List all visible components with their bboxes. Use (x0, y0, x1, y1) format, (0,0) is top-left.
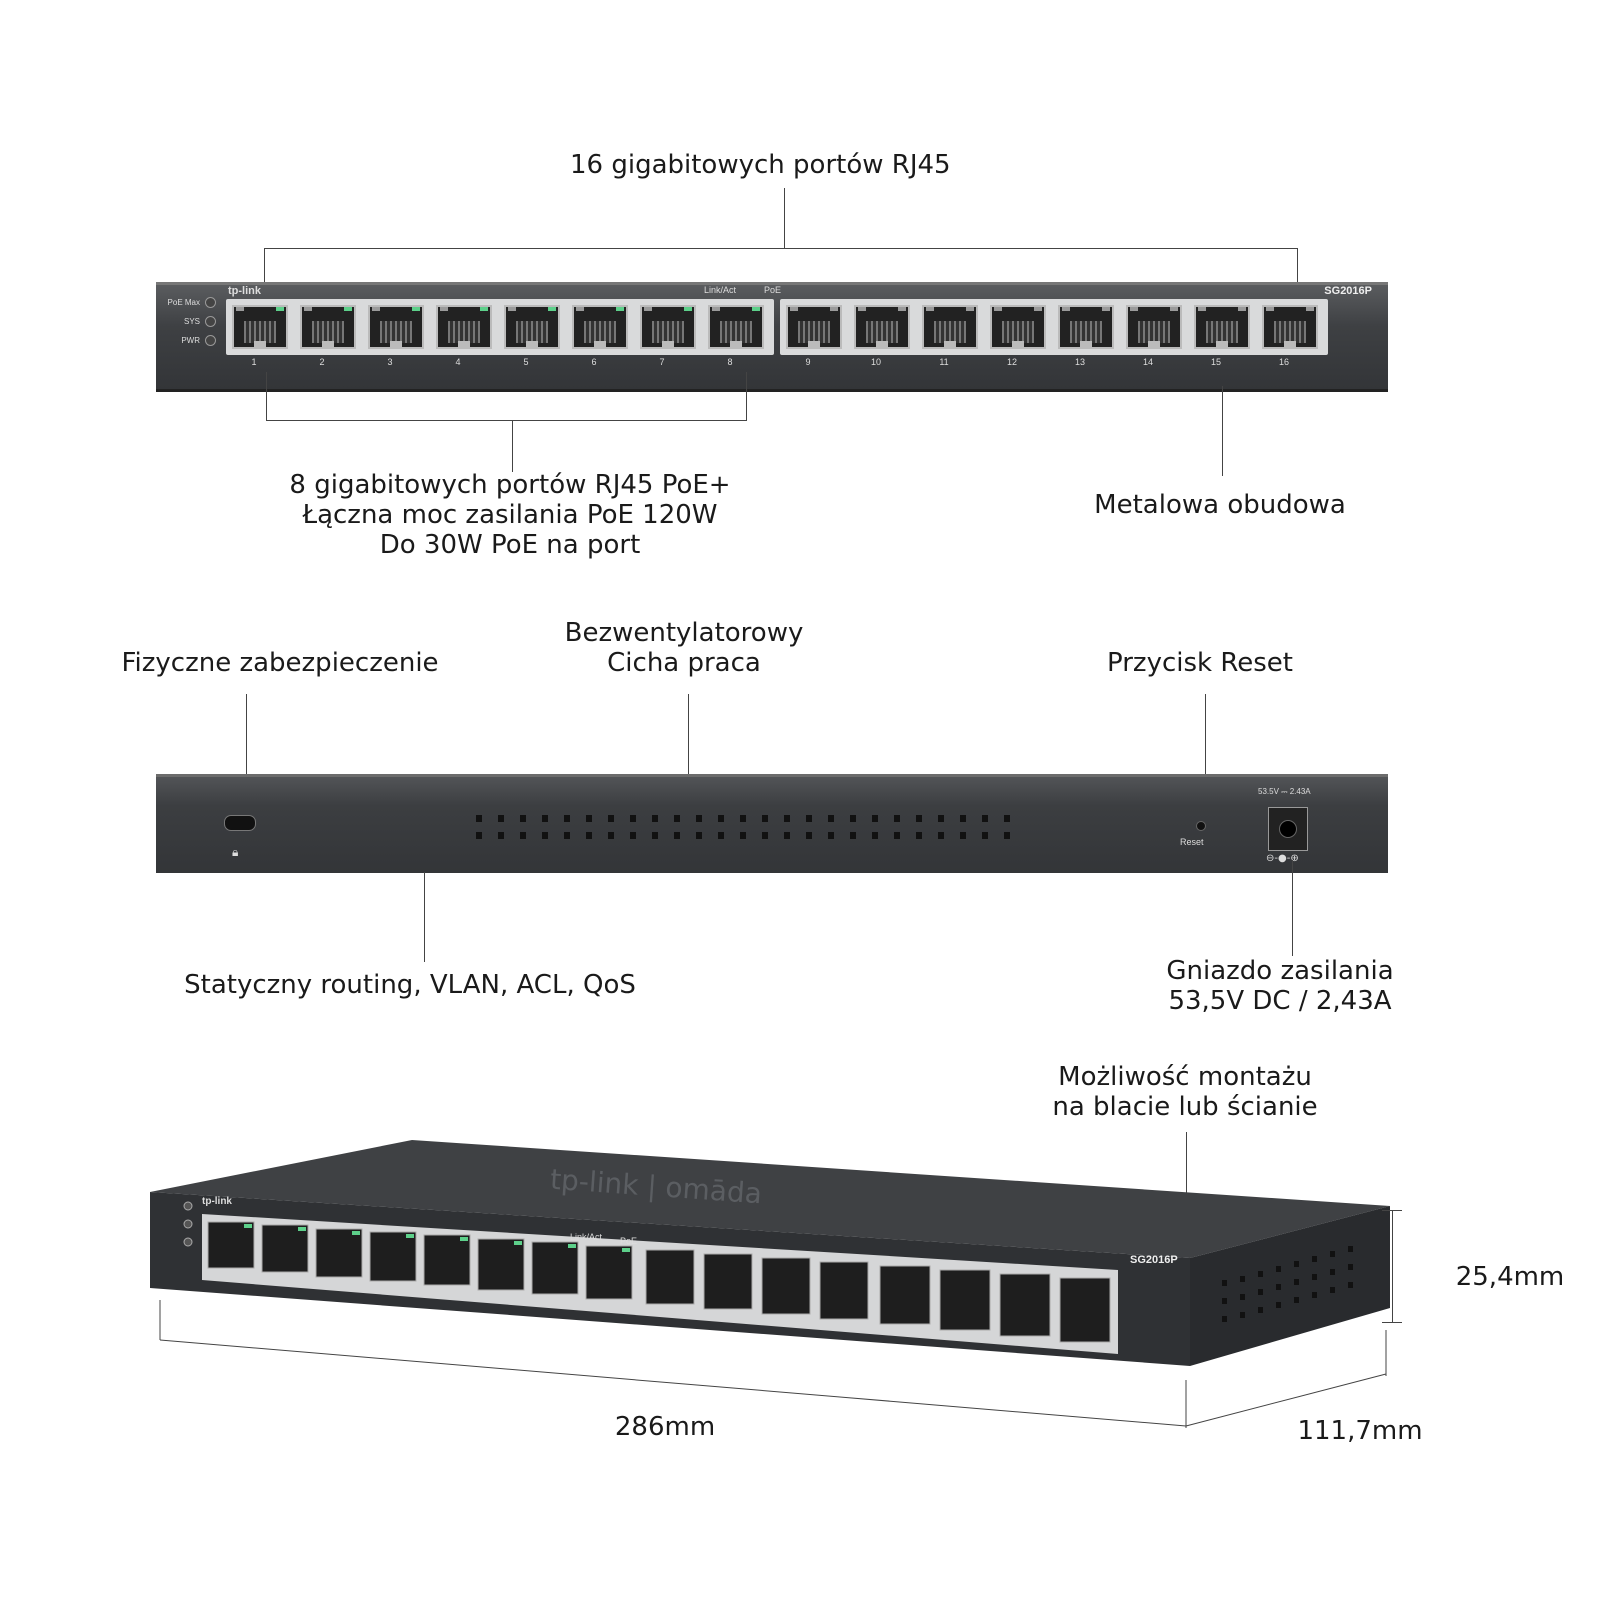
ethernet-port[interactable] (854, 305, 910, 349)
poe-tag: PoE (764, 285, 782, 295)
ethernet-port[interactable] (572, 305, 628, 349)
ethernet-port[interactable] (368, 305, 424, 349)
led-icon (205, 335, 216, 346)
mount-leader (1186, 1132, 1187, 1204)
linkact-tag: Link/Act (704, 285, 737, 295)
reset-label: Przycisk Reset (1107, 648, 1293, 678)
metal-leader (1222, 386, 1223, 476)
poe-label-1: 8 gigabitowych portów RJ45 PoE+ (289, 470, 731, 500)
depth-label: 111,7mm (1297, 1416, 1423, 1446)
ethernet-port[interactable] (1058, 305, 1114, 349)
ethernet-port[interactable] (708, 305, 764, 349)
fanless-label-2: Cicha praca (607, 648, 761, 678)
ports16-bracket-right (1297, 248, 1298, 296)
fanless-leader (688, 694, 689, 776)
ports16-leader (784, 188, 785, 248)
height-dimension (1392, 1210, 1393, 1322)
mount-label-1: Możliwość montażu (1058, 1062, 1312, 1092)
ethernet-port[interactable] (300, 305, 356, 349)
power-leader (1292, 860, 1293, 956)
height-label: 25,4mm (1455, 1262, 1565, 1292)
model-label-3d: SG2016P (1130, 1254, 1178, 1266)
led-poe-max: PoE Max (156, 293, 216, 312)
poe-bracket (266, 420, 747, 421)
power-label-1: Gniazdo zasilania (1166, 956, 1394, 986)
poe-bracket-left (266, 372, 267, 420)
height-tick-top (1382, 1210, 1402, 1211)
ports16-bracket (264, 248, 1298, 249)
poe-bracket-right (746, 372, 747, 420)
routing-label: Statyczny routing, VLAN, ACL, QoS (184, 970, 636, 1000)
poe-leader (512, 420, 513, 472)
poe-tag-3d: PoE (620, 1236, 638, 1246)
routing-leader (424, 872, 425, 962)
polarity-icon: ⊖-●-⊕ (1266, 853, 1299, 864)
led-sys: SYS (156, 312, 216, 331)
lock-leader (246, 694, 247, 776)
ethernet-port[interactable] (504, 305, 560, 349)
port-numbers: 1 2 3 4 5 6 7 8 9 10 11 12 13 14 15 16 (251, 357, 1289, 367)
mount-label-2: na blacie lub ścianie (1052, 1092, 1318, 1122)
port-group-poe (226, 299, 774, 355)
vent-grille (476, 815, 1010, 839)
led-column: PoE Max SYS PWR (156, 293, 216, 350)
led-pwr: PWR (156, 331, 216, 350)
switch-3d-view: tp-link | omāda tp-link Link/Act PoE SG2… (150, 1140, 1400, 1400)
reset-leader (1205, 694, 1206, 776)
model-label: SG2016P (1324, 285, 1372, 297)
ethernet-port[interactable] (436, 305, 492, 349)
brand-logo-3d: tp-link (202, 1196, 232, 1207)
power-jack[interactable] (1268, 807, 1308, 851)
height-tick-bottom (1382, 1322, 1402, 1323)
port-group-standard (780, 299, 1328, 355)
linkact-tag-3d: Link/Act (570, 1232, 603, 1242)
ethernet-port[interactable] (922, 305, 978, 349)
ethernet-port[interactable] (1194, 305, 1250, 349)
power-rating-text: 53.5V ⎓ 2.43A (1258, 787, 1311, 796)
switch-3d-drawing (150, 1140, 1390, 1366)
width-label: 286mm (614, 1412, 716, 1442)
lock-label: Fizyczne zabezpieczenie (121, 648, 439, 678)
ethernet-port[interactable] (786, 305, 842, 349)
reset-text: Reset (1180, 837, 1204, 847)
ethernet-port[interactable] (640, 305, 696, 349)
poe-label-3: Do 30W PoE na port (379, 530, 641, 560)
lock-icon: 🔒︎ (232, 845, 239, 859)
ports16-label: 16 gigabitowych portów RJ45 (570, 150, 951, 180)
reset-button[interactable] (1196, 821, 1206, 831)
switch-front-panel: tp-link Link/Act PoE SG2016P PoE Max SYS… (156, 282, 1388, 389)
switch-rear-panel: 🔒︎ Reset 53.5V ⎓ 2.43A ⊖-●-⊕ (156, 774, 1388, 873)
ethernet-port[interactable] (1262, 305, 1318, 349)
fanless-label-1: Bezwentylatorowy (564, 618, 804, 648)
metal-label: Metalowa obudowa (1094, 490, 1346, 520)
ethernet-port[interactable] (990, 305, 1046, 349)
brand-logo: tp-link (228, 285, 261, 297)
led-icon (205, 297, 216, 308)
ports16-bracket-left (264, 248, 265, 296)
led-icon (205, 316, 216, 327)
power-label-2: 53,5V DC / 2,43A (1168, 986, 1392, 1016)
kensington-lock-slot (224, 815, 256, 831)
poe-label-2: Łączna moc zasilania PoE 120W (302, 500, 718, 530)
ethernet-port[interactable] (232, 305, 288, 349)
ethernet-port[interactable] (1126, 305, 1182, 349)
